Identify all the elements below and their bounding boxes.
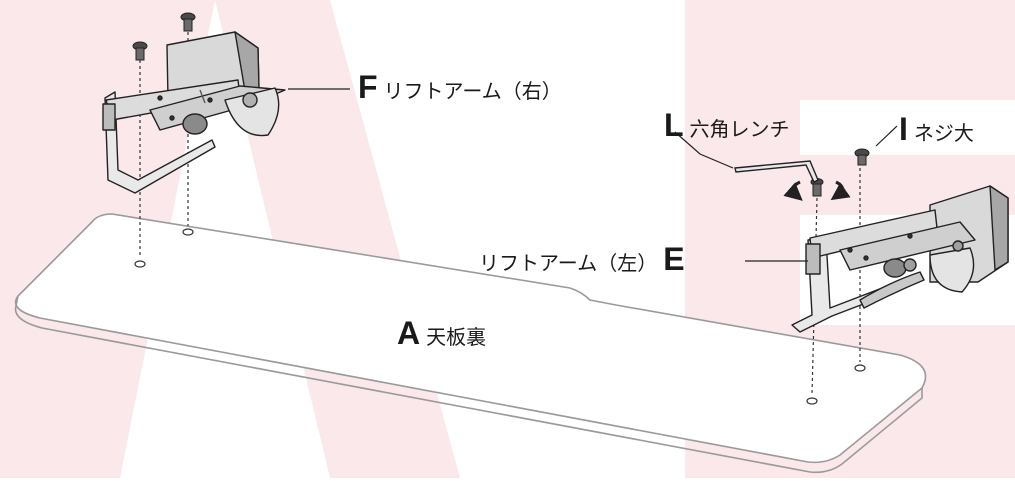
- hex-key-icon: [734, 160, 819, 183]
- label-text-lift-arm-right: リフトアーム（右）: [383, 79, 562, 103]
- label-letter-e: E: [663, 241, 685, 277]
- label-text-large-screw: ネジ大: [913, 121, 974, 145]
- label-lift-arm-left: リフトアーム（左） E: [479, 243, 691, 275]
- label-text-table-top: 天板裏: [426, 325, 487, 349]
- label-lift-arm-right: F リフトアーム（右）: [358, 71, 562, 103]
- label-table-top: A 天板裏: [397, 317, 486, 349]
- screw-icon: [132, 12, 870, 197]
- label-letter-f: F: [358, 69, 378, 105]
- label-letter-l: L: [664, 107, 684, 143]
- label-letter-i: I: [899, 111, 908, 147]
- label-letter-a: A: [397, 315, 421, 351]
- label-text-hex-key: 六角レンチ: [689, 117, 790, 141]
- lift-arm-right: [102, 31, 286, 194]
- label-large-screw: I ネジ大: [899, 113, 974, 145]
- lift-arm-left: [791, 185, 1009, 333]
- label-hex-key: L 六角レンチ: [664, 109, 790, 141]
- rotate-arrows-icon: [783, 180, 851, 201]
- label-text-lift-arm-left: リフトアーム（左）: [479, 251, 658, 275]
- leader-lines: [288, 88, 898, 262]
- table-top-board: [14, 213, 927, 474]
- mounting-holes: [134, 228, 866, 405]
